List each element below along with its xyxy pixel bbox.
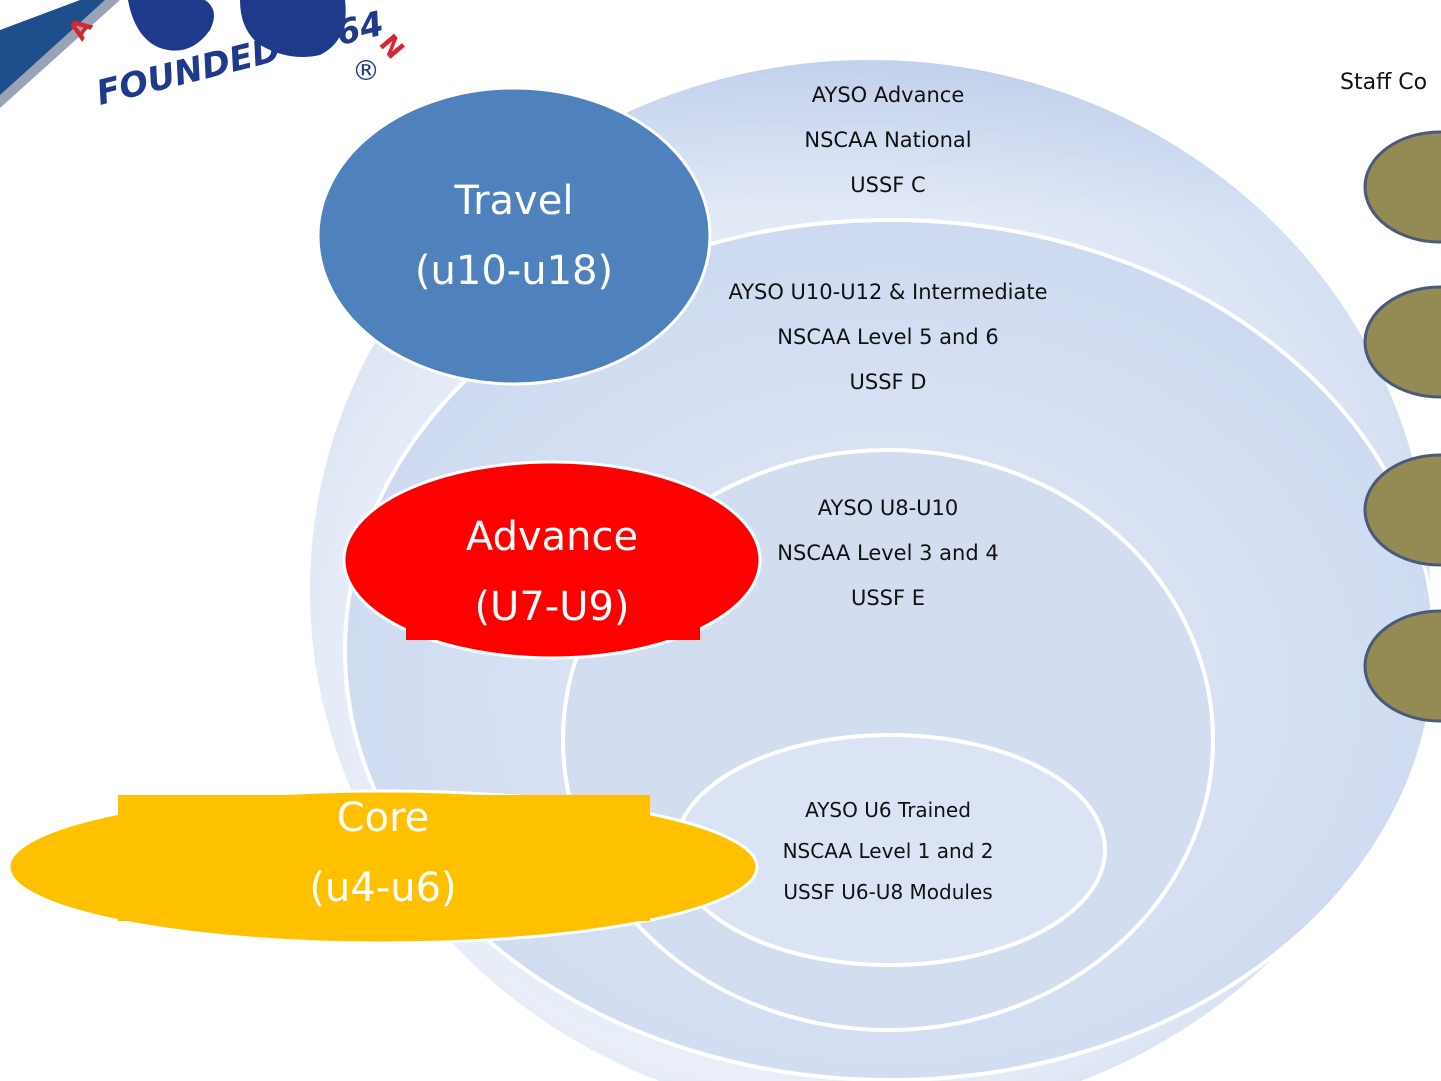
tier-travel-label: Travel (u10-u18): [364, 166, 664, 306]
logo-gray-swoosh: [0, 0, 120, 108]
cert-line: AYSO U6 Trained: [805, 798, 971, 822]
tier-advance-label: Advance (U7-U9): [402, 502, 702, 642]
cert-line: NSCAA Level 5 and 6: [777, 325, 999, 349]
cert-block-intermediate: AYSO U10-U12 & Intermediate NSCAA Level …: [688, 270, 1088, 405]
staff-shapes: [1363, 130, 1441, 723]
cert-line: AYSO Advance: [811, 83, 965, 107]
cert-line: USSF U6-U8 Modules: [783, 880, 993, 904]
logo-letter-shape-1: [128, 0, 214, 51]
staff-shape-2: [1363, 285, 1441, 399]
logo-letter-shape-2: [240, 0, 346, 58]
cert-block-travel: AYSO Advance NSCAA National USSF C: [688, 73, 1088, 208]
cert-block-core: AYSO U6 Trained NSCAA Level 1 and 2 USSF…: [688, 790, 1088, 913]
cert-line: USSF C: [850, 173, 926, 197]
logo-registered-mark: ®: [352, 54, 380, 87]
staff-label: Staff Co: [1340, 70, 1428, 95]
logo-blue-swoosh: [0, 0, 105, 95]
cert-line: NSCAA Level 1 and 2: [782, 839, 994, 863]
ayso-logo: A N FOUNDED 1964 ®: [0, 0, 432, 153]
tier-ages: (u10-u18): [414, 248, 614, 294]
cert-line: NSCAA Level 3 and 4: [777, 541, 999, 565]
tier-name: Core: [336, 795, 430, 841]
tier-travel-shape: [316, 86, 712, 386]
cert-line: AYSO U10-U12 & Intermediate: [728, 280, 1048, 304]
logo-ring: [39, 0, 432, 153]
staff-shape-4: [1363, 609, 1441, 723]
tier-ages: (u4-u6): [309, 865, 457, 911]
cert-line: USSF D: [849, 370, 927, 394]
tier-name: Advance: [465, 514, 639, 560]
tier-ages: (U7-U9): [474, 584, 630, 630]
tier-name: Travel: [454, 178, 574, 224]
tier-core-shape: [7, 789, 759, 945]
staff-shape-3: [1363, 453, 1441, 567]
tier-core-label: Core (u4-u6): [233, 783, 533, 923]
staff-shape-1: [1363, 130, 1441, 244]
cert-line: USSF E: [850, 586, 926, 610]
cert-line: NSCAA National: [804, 128, 972, 152]
cert-block-advance: AYSO U8-U10 NSCAA Level 3 and 4 USSF E: [688, 486, 1088, 621]
cert-line: AYSO U8-U10: [817, 496, 959, 520]
tier-advance-shape: [342, 460, 762, 660]
